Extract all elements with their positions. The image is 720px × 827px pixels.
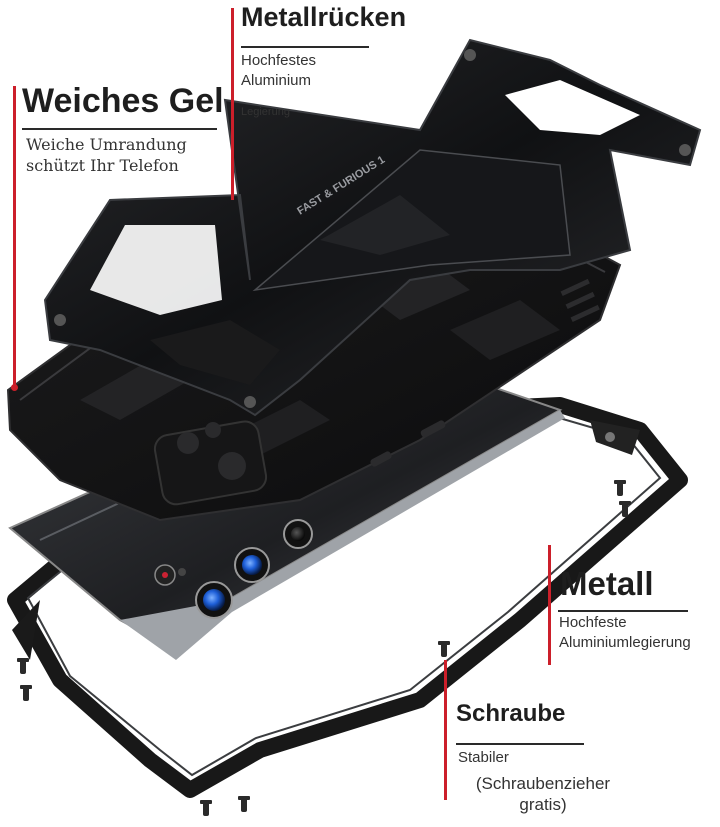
callout-line-gel [13,86,16,386]
label-schraube-note: (Schraubenzieher gratis) [458,773,628,815]
underline-weiches-gel [22,128,217,130]
label-desc-line: schützt Ihr Telefon [26,156,179,175]
label-metallruecken: Metallrücken [241,2,406,33]
label-weiches-gel: Weiches Gel [22,82,224,121]
label-desc-line: Aluminium [241,72,312,89]
underline-schraube [456,743,584,745]
underline-metallruecken [241,46,369,48]
label-schraube: Schraube [456,700,565,728]
callout-line-back [231,8,234,200]
label-metall-desc: Hochfeste Aluminiumlegierung [559,613,691,653]
label-weiches-gel-desc: Weiche Umrandung schützt Ihr Telefon [26,134,187,176]
label-desc-line: Aluminiumlegierung [559,634,691,651]
label-desc-line: gratis) [519,795,567,814]
camera-module [154,519,313,619]
callout-line-screw [444,660,447,800]
label-desc-line: Hochfeste [559,614,627,631]
label-desc-line: Hochfestes [241,52,317,69]
label-desc-line: Legierung [241,106,290,118]
label-desc-line: Stabiler [458,749,509,766]
label-title: Schraube [456,700,566,727]
metal-back-frame [43,38,702,417]
label-schraube-desc: Stabiler [458,748,509,768]
underline-metall [558,610,688,612]
label-metallruecken-desc: Hochfestes Aluminium Legierung [241,51,316,119]
callout-dot-gel [11,384,18,391]
callout-line-metal [548,545,551,665]
screw-icon [17,480,631,816]
label-metall: Metall [560,565,654,603]
label-title: Metallrücken [241,2,407,32]
label-title: Metall [560,565,654,602]
label-desc-line: Weiche Umrandung [26,135,187,154]
label-title: Weiches Gel [22,82,224,120]
label-desc-line: (Schraubenzieher [475,774,611,793]
